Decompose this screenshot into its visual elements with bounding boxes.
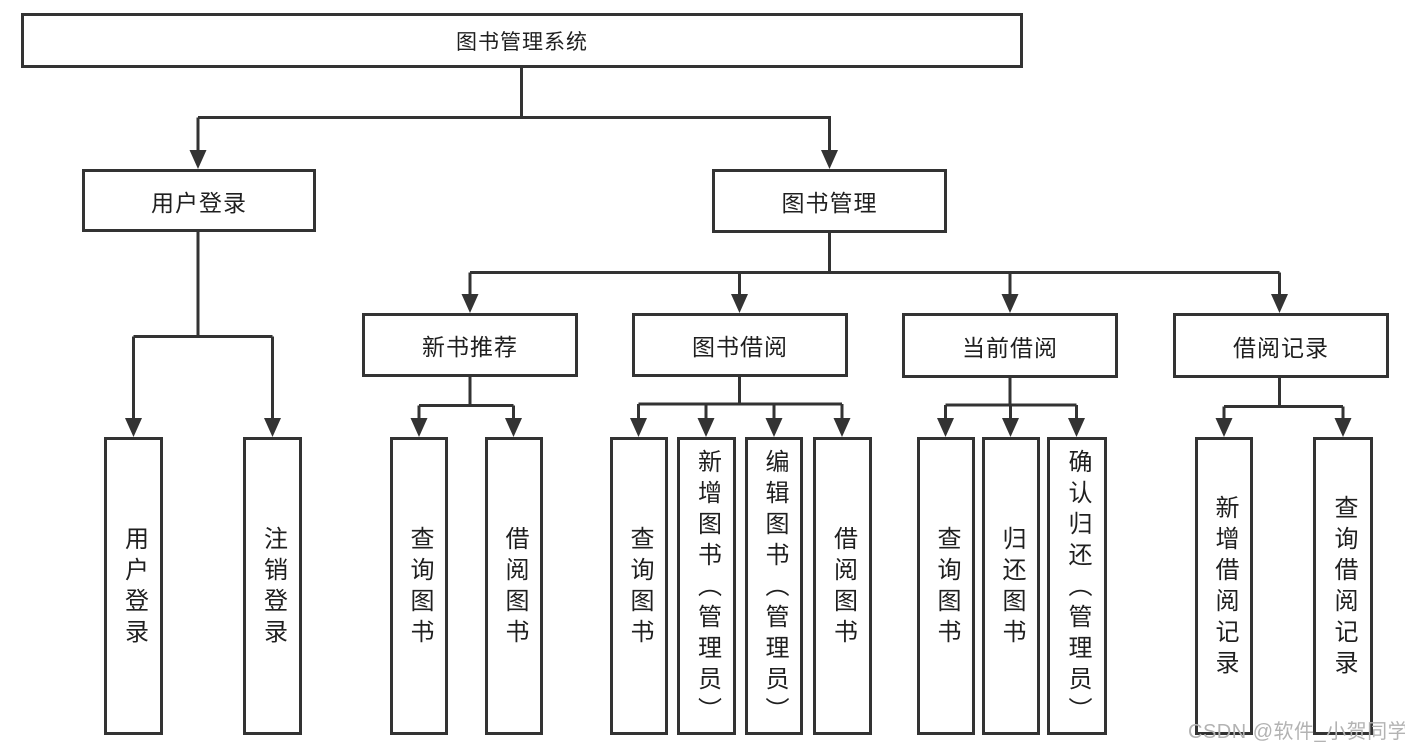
leaf-borrow-books-recommend: 借阅图书 bbox=[485, 437, 543, 735]
leaf-query-borrow-record: 查询借阅记录 bbox=[1313, 437, 1373, 735]
node-user-login: 用户登录 bbox=[82, 169, 316, 232]
leaf-confirm-return-admin: 确认归还（管理员） bbox=[1047, 437, 1107, 735]
leaf-borrow-books: 借阅图书 bbox=[813, 437, 872, 735]
node-book-borrow: 图书借阅 bbox=[632, 313, 848, 377]
leaf-add-borrow-record: 新增借阅记录 bbox=[1195, 437, 1253, 735]
node-new-book-recommend: 新书推荐 bbox=[362, 313, 578, 377]
leaf-return-books: 归还图书 bbox=[982, 437, 1040, 735]
leaf-user-login: 用户登录 bbox=[104, 437, 163, 735]
node-book-management: 图书管理 bbox=[712, 169, 947, 233]
node-current-borrow: 当前借阅 bbox=[902, 313, 1118, 378]
leaf-query-books-current: 查询图书 bbox=[917, 437, 975, 735]
leaf-add-books-admin: 新增图书（管理员） bbox=[677, 437, 736, 735]
leaf-query-books-borrow: 查询图书 bbox=[610, 437, 668, 735]
node-root: 图书管理系统 bbox=[21, 13, 1023, 68]
leaf-query-books-recommend: 查询图书 bbox=[390, 437, 448, 735]
node-borrow-records: 借阅记录 bbox=[1173, 313, 1389, 378]
watermark: CSDN @软件_小贺同学 bbox=[1188, 721, 1405, 743]
leaf-edit-books-admin: 编辑图书（管理员） bbox=[745, 437, 803, 735]
leaf-logout: 注销登录 bbox=[243, 437, 302, 735]
